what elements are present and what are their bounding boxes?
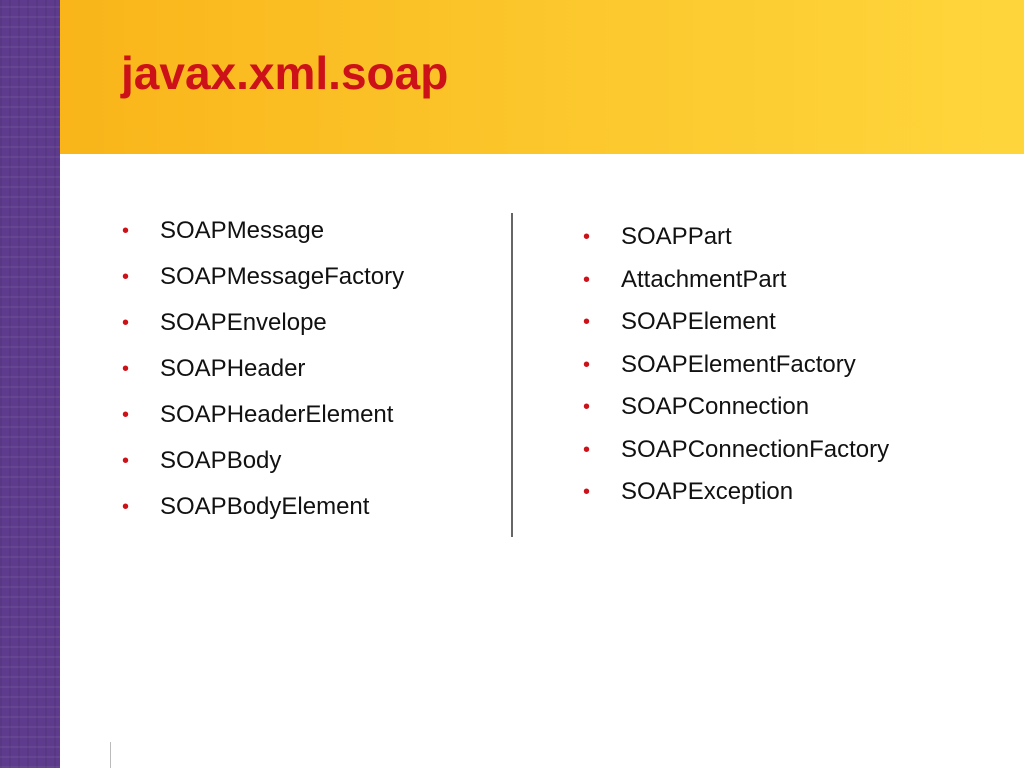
list-item: • SOAPPart bbox=[581, 223, 889, 251]
bullet-icon: • bbox=[583, 396, 591, 418]
list-item: • SOAPElementFactory bbox=[581, 351, 889, 379]
list-item: • SOAPHeaderElement bbox=[120, 401, 404, 429]
list-item-label: SOAPHeader bbox=[160, 355, 306, 382]
list-item-label: SOAPConnection bbox=[621, 393, 810, 420]
bullet-icon: • bbox=[122, 312, 130, 334]
bullet-icon: • bbox=[583, 226, 591, 248]
left-decorative-bar bbox=[0, 0, 60, 768]
list-item: • SOAPMessageFactory bbox=[120, 263, 404, 291]
list-item: • SOAPException bbox=[581, 478, 889, 506]
bullet-icon: • bbox=[583, 481, 591, 503]
list-item: • SOAPBodyElement bbox=[120, 493, 404, 521]
column-divider bbox=[511, 213, 513, 537]
list-item-label: SOAPElement bbox=[621, 308, 776, 335]
footer-tick-mark bbox=[110, 742, 111, 768]
list-item: • SOAPElement bbox=[581, 308, 889, 336]
list-item: • SOAPEnvelope bbox=[120, 309, 404, 337]
list-item: • SOAPMessage bbox=[120, 217, 404, 245]
list-item-label: SOAPBody bbox=[160, 447, 282, 474]
list-item-label: SOAPMessageFactory bbox=[160, 263, 405, 290]
bullet-icon: • bbox=[122, 266, 130, 288]
bullet-icon: • bbox=[122, 496, 130, 518]
bullet-icon: • bbox=[583, 268, 591, 291]
list-item: • SOAPConnection bbox=[581, 393, 889, 421]
bullet-icon: • bbox=[583, 353, 591, 376]
list-item-label: SOAPElementFactory bbox=[621, 350, 856, 378]
right-bullet-list: • SOAPPart • AttachmentPart • SOAPElement •… bbox=[581, 223, 889, 521]
list-item: • AttachmentPart bbox=[581, 266, 889, 294]
bullet-icon: • bbox=[122, 450, 130, 472]
bullet-icon: • bbox=[583, 438, 591, 461]
list-item: • SOAPConnectionFactory bbox=[581, 436, 889, 464]
list-item-label: SOAPMessage bbox=[160, 217, 325, 244]
list-item-label: SOAPBodyElement bbox=[160, 493, 370, 520]
bullet-icon: • bbox=[122, 358, 130, 380]
header-band bbox=[60, 0, 1024, 154]
bullet-icon: • bbox=[122, 220, 130, 242]
list-item: • SOAPHeader bbox=[120, 355, 404, 383]
bullet-icon: • bbox=[583, 311, 591, 333]
list-item: • SOAPBody bbox=[120, 447, 404, 475]
list-item-label: SOAPHeaderElement bbox=[160, 401, 394, 428]
list-item-label: AttachmentPart bbox=[621, 265, 787, 293]
list-item-label: SOAPConnectionFactory bbox=[621, 435, 890, 463]
list-item-label: SOAPEnvelope bbox=[160, 309, 327, 336]
bullet-icon: • bbox=[122, 404, 130, 426]
left-bullet-list: • SOAPMessage • SOAPMessageFactory • SOAPEn… bbox=[120, 217, 404, 539]
list-item-label: SOAPException bbox=[621, 478, 794, 505]
slide-title: javax.xml.soap bbox=[121, 47, 449, 99]
list-item-label: SOAPPart bbox=[621, 223, 732, 250]
